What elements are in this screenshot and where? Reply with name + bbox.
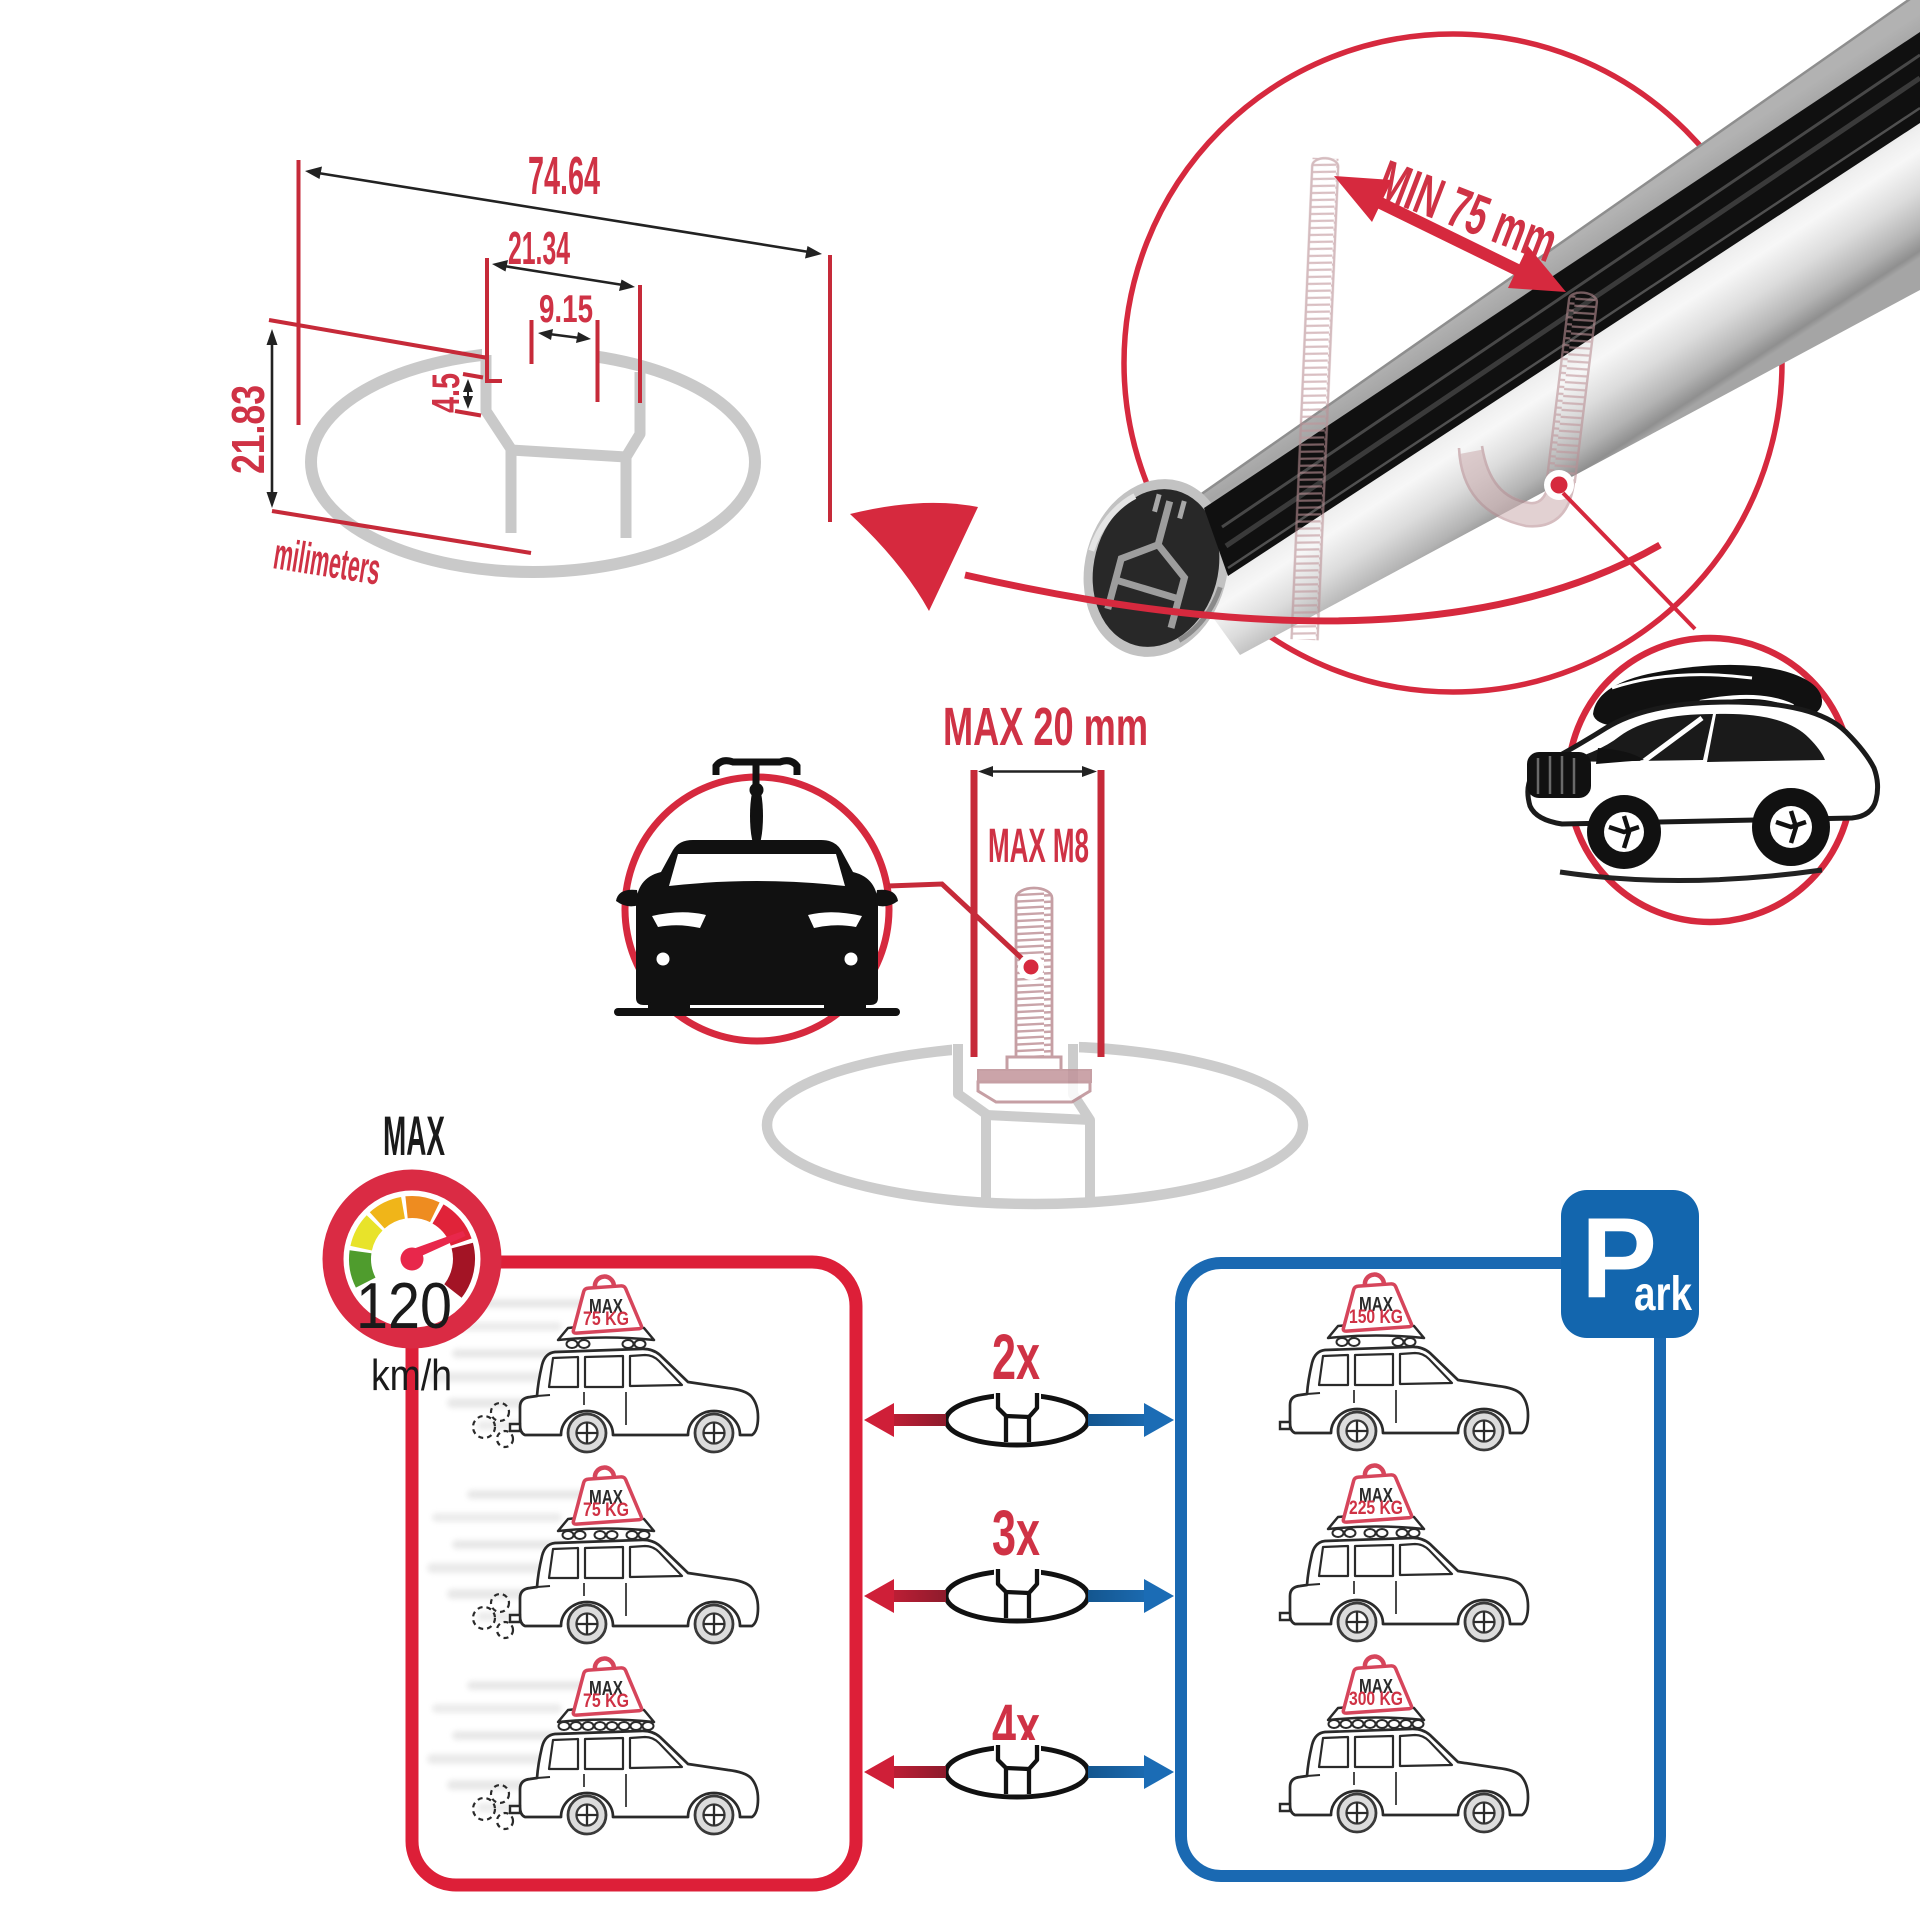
svg-text:4.5: 4.5 [425,373,468,413]
svg-text:MAX: MAX [1359,1485,1393,1507]
svg-text:ark: ark [1634,1268,1692,1321]
svg-text:150 KG: 150 KG [1349,1307,1403,1328]
svg-text:74.64: 74.64 [528,146,600,206]
svg-text:MAX: MAX [589,1487,623,1509]
svg-text:km/h: km/h [371,1351,452,1400]
svg-text:MAX: MAX [1359,1294,1393,1316]
svg-text:75 KG: 75 KG [583,1309,629,1330]
svg-text:MAX 20 mm: MAX 20 mm [943,697,1148,757]
svg-text:21.83: 21.83 [222,385,274,474]
svg-text:3x: 3x [992,1497,1040,1569]
svg-text:21.34: 21.34 [508,222,570,274]
svg-text:75 KG: 75 KG [583,1500,629,1521]
svg-text:MAX: MAX [383,1104,445,1167]
svg-text:9.15: 9.15 [539,288,593,331]
svg-text:MAX: MAX [1359,1676,1393,1698]
svg-text:2x: 2x [992,1321,1040,1393]
svg-text:225 KG: 225 KG [1349,1498,1403,1519]
svg-text:75 KG: 75 KG [583,1691,629,1712]
svg-text:300 KG: 300 KG [1349,1689,1403,1710]
svg-text:P: P [1581,1195,1657,1322]
svg-text:MAX: MAX [589,1296,623,1318]
svg-text:MAX: MAX [589,1678,623,1700]
svg-text:MAX M8: MAX M8 [988,820,1089,873]
svg-text:120: 120 [356,1269,452,1342]
